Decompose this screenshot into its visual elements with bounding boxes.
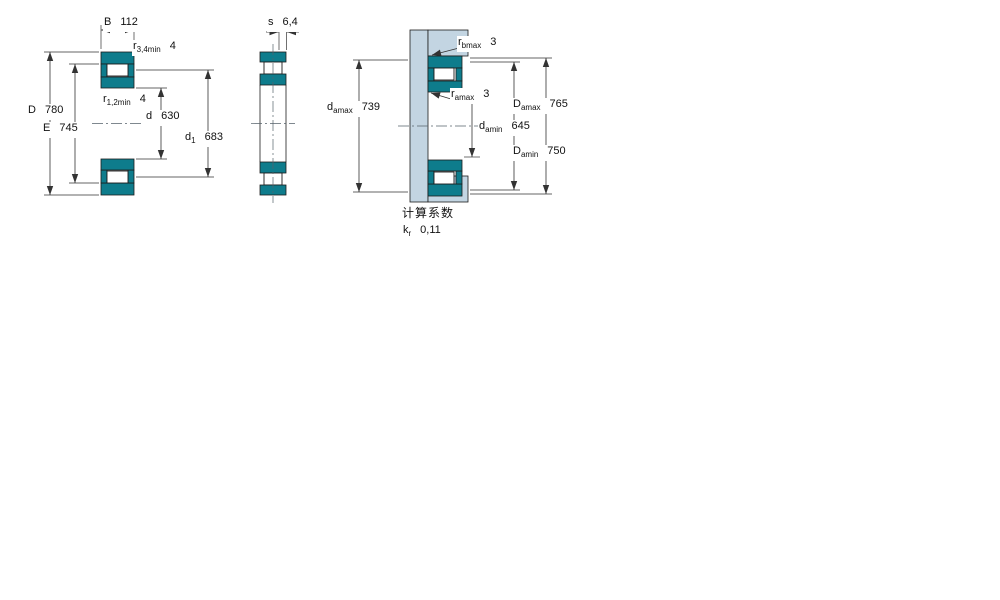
bearing-section-bottom [427, 159, 463, 197]
roller [433, 171, 455, 185]
calculation-factors-heading: 计算系数 [402, 206, 455, 220]
inner-ring-flange [427, 67, 435, 82]
leader-rbmax [431, 47, 460, 56]
inner-ring-flange [427, 170, 435, 185]
leader-ramax [430, 92, 452, 100]
inner-ring [427, 159, 463, 172]
inner-ring-flange [127, 169, 135, 184]
inner-ring-flange [455, 67, 463, 82]
roller [106, 170, 129, 184]
bearing-section-bottom [100, 158, 135, 196]
outer-ring [427, 183, 463, 197]
inner-ring [100, 76, 135, 89]
dim-line-d1 [136, 69, 214, 178]
inner-ring-flange [100, 63, 108, 78]
inner-ring-flange [127, 63, 135, 78]
inner-ring [100, 158, 135, 171]
outer-ring [100, 182, 135, 196]
inner-ring-flange [100, 169, 108, 184]
middle-view-profile [251, 28, 299, 203]
bearing-section-top [427, 55, 463, 93]
roller [106, 63, 129, 77]
bearing-section-top [100, 51, 135, 89]
dim-line-da-max [353, 59, 408, 193]
inner-ring-flange [455, 170, 463, 185]
right-view-abutments [353, 29, 552, 203]
roller [433, 67, 455, 81]
outer-ring [100, 51, 135, 65]
left-view-cross-section [44, 25, 214, 196]
inner-ring [427, 80, 463, 93]
dim-line-Da-max [470, 57, 552, 195]
shoulder-wall [409, 29, 429, 203]
outer-ring [427, 55, 463, 69]
